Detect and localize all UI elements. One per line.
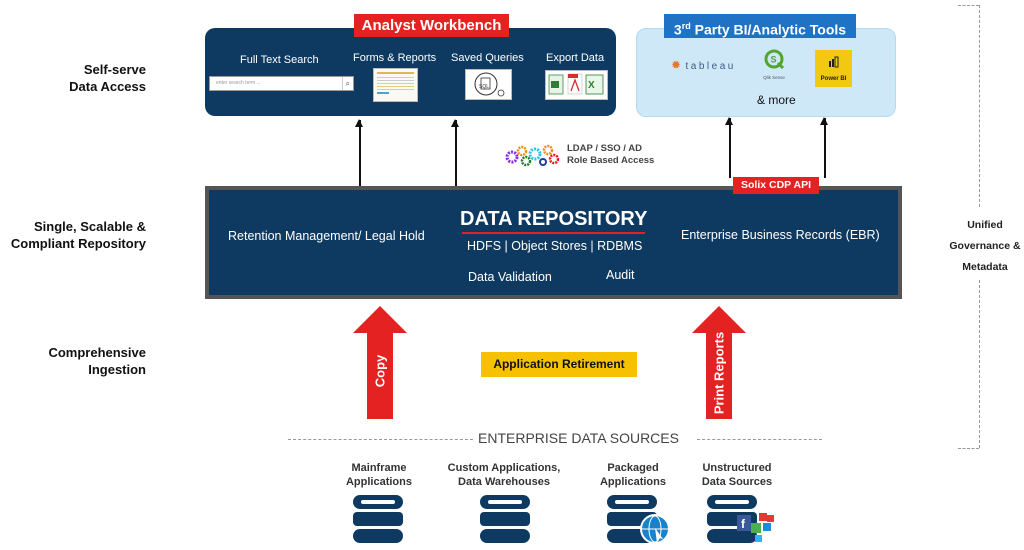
ebr-label: Enterprise Business Records (EBR) [681,228,880,242]
print-reports-arrow: Print Reports [692,306,746,419]
source-line: Applications [599,476,666,488]
governance-bracket-upper [979,5,980,207]
governance-bracket-lower [979,280,980,448]
row-label-line: Single, Scalable & [34,219,146,234]
database-globe-icon [607,495,671,550]
source-line: Applications [345,476,412,488]
repository-stores: HDFS | Object Stores | RDBMS [467,239,643,253]
governance-line: Metadata [962,261,1008,273]
row-label-line: Self-serve [83,62,146,77]
saved-queries-label: Saved Queries [451,52,524,64]
search-input[interactable]: enter search term ... ⌕ [209,76,354,91]
source-mainframe: Mainframe Applications [340,461,418,489]
search-placeholder: enter search term ... [216,80,261,86]
arrow-to-forms [356,119,362,186]
gears-icon [504,143,562,174]
source-packaged: Packaged Applications [594,461,672,489]
row-label-line: Comprehensive [48,345,146,360]
row-label-line: Data Access [69,79,146,94]
row-label-self-serve: Self-serve Data Access [69,61,146,95]
tableau-label: tableau [685,61,736,72]
svg-text:X: X [588,80,595,91]
bi-tools-title: 3rd Party BI/Analytic Tools [664,14,856,38]
sources-divider-right [697,439,822,440]
source-line: Mainframe [351,462,407,474]
row-label-line: Compliant Repository [10,236,146,251]
power-bi-label: Power BI [820,76,847,82]
row-label-ingestion: Comprehensive Ingestion [48,344,146,378]
source-line: Data Warehouses [458,476,550,488]
saved-queries-icon[interactable]: SQL [465,69,512,100]
power-bi-icon [828,56,838,68]
forms-reports-thumbnail[interactable] [373,68,418,102]
governance-bracket-top [958,5,979,6]
title-prefix: 3 [673,21,682,38]
search-icon[interactable]: ⌕ [341,77,350,90]
svg-text:SQL: SQL [479,84,489,90]
row-label-line: Ingestion [88,362,146,377]
row-label-repository: Single, Scalable & Compliant Repository [11,218,146,252]
data-repository-panel [205,186,902,299]
sources-divider-left [288,439,473,440]
tableau-logo[interactable]: ✹ tableau [671,56,736,74]
source-line: Data Sources [701,476,773,488]
database-icon [480,495,530,548]
unified-governance-label: Unified Governance & Metadata [944,215,1024,278]
source-line: Packaged [607,462,659,474]
application-retirement-badge: Application Retirement [481,352,637,377]
copy-label: Copy [372,354,388,388]
arrow-to-power-bi [821,117,827,178]
export-data-icons[interactable]: X [545,70,608,100]
analyst-workbench-title: Analyst Workbench [354,14,509,37]
access-line: Role Based Access [567,155,655,166]
governance-line: Governance & [949,240,1021,252]
more-tools-label: & more [757,93,796,107]
arrow-to-tableau [726,117,732,178]
source-line: Unstructured [702,462,772,474]
source-unstructured: Unstructured Data Sources [697,461,777,489]
power-bi-logo[interactable]: Power BI [815,50,852,87]
xls-file-icon [585,74,604,95]
database-social-icon: f [707,495,777,550]
data-validation-label: Data Validation [468,270,552,284]
database-icon [353,495,403,548]
retention-management-label: Retention Management/ Legal Hold [228,229,425,243]
title-sup: rd [681,21,691,31]
data-repository-title: DATA REPOSITORY [460,208,648,230]
qlik-icon: S [764,49,785,70]
source-custom-apps: Custom Applications, Data Warehouses [444,461,564,489]
copy-arrow: Copy [353,306,407,419]
forms-reports-label: Forms & Reports [353,52,437,64]
qlik-label: Qlik Sense [763,75,785,80]
access-line: LDAP / SSO / AD [567,143,642,154]
audit-label: Audit [606,268,635,282]
qlik-sense-logo[interactable]: S Qlik Sense [756,48,792,80]
arrow-to-saved-queries [452,119,458,186]
solix-cdp-api-tag: Solix CDP API [733,177,819,194]
tableau-icon: ✹ [671,58,682,72]
print-reports-label: Print Reports [711,331,727,415]
title-underline [462,232,645,234]
title-rest: Party BI/Analytic Tools [690,21,847,38]
governance-bracket-bottom [958,448,979,449]
svg-text:S: S [771,55,777,65]
svg-text:f: f [741,517,746,531]
export-data-label: Export Data [546,52,605,64]
source-line: Custom Applications, [447,462,561,474]
enterprise-data-sources-header: ENTERPRISE DATA SOURCES [478,430,679,446]
role-based-access-label: LDAP / SSO / AD Role Based Access [567,143,654,167]
governance-line: Unified [967,219,1003,231]
full-text-search-label: Full Text Search [240,54,319,66]
